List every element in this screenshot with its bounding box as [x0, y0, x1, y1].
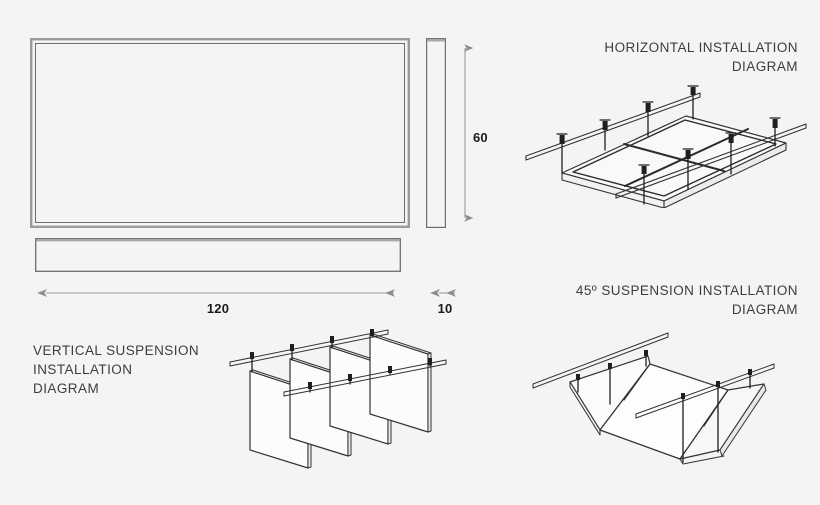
width-dimension-label: 120	[206, 301, 230, 316]
horizontal-installation-diagram	[518, 84, 814, 208]
ceiling-rails	[229, 329, 447, 397]
rod-fittings	[250, 329, 432, 389]
height-dimension-arrow	[452, 36, 478, 230]
edge-view-body	[35, 238, 401, 272]
vertical-panels	[249, 333, 432, 469]
angled-panels	[569, 355, 767, 465]
acoustic-panel-edge-view	[35, 238, 401, 272]
horizontal-installation-title: HORIZONTAL INSTALLATION DIAGRAM	[604, 40, 798, 74]
suspension-45-installation-title: 45º SUSPENSION INSTALLATION DIAGRAM	[575, 283, 798, 317]
ceiling-rails	[525, 92, 807, 199]
vertical-suspension-installation-title: VERTICAL SUSPENSION INSTALLATION DIAGRAM	[33, 343, 200, 396]
width-dimension-arrow	[30, 284, 410, 302]
side-view-body	[426, 38, 446, 228]
vertical-suspension-installation-diagram	[222, 328, 466, 476]
panel-grid	[561, 115, 787, 208]
thickness-dimension-label: 10	[437, 301, 453, 316]
suspension-rods	[556, 85, 781, 205]
rod-fittings	[576, 350, 752, 399]
height-dimension-label: 60	[473, 130, 488, 145]
thickness-dimension-arrow	[426, 284, 468, 302]
acoustic-panel-side-view	[426, 38, 446, 228]
front-view-inner-frame	[35, 43, 405, 223]
acoustic-panel-front-view	[30, 38, 410, 228]
suspension-45-installation-diagram	[528, 322, 820, 482]
suspension-rods	[577, 352, 751, 463]
